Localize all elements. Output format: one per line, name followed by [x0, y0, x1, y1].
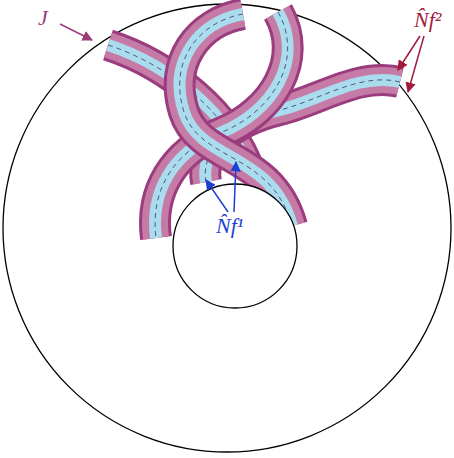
leader-line	[398, 36, 420, 70]
outer-circle	[3, 4, 451, 452]
math-label: N̂f¹	[214, 214, 245, 238]
math-label: J	[36, 6, 50, 30]
leader-line	[234, 162, 236, 212]
leader-line	[408, 36, 424, 92]
leader-line	[206, 180, 228, 212]
leader-line	[60, 24, 92, 40]
math-label: N̂f²	[412, 8, 443, 32]
